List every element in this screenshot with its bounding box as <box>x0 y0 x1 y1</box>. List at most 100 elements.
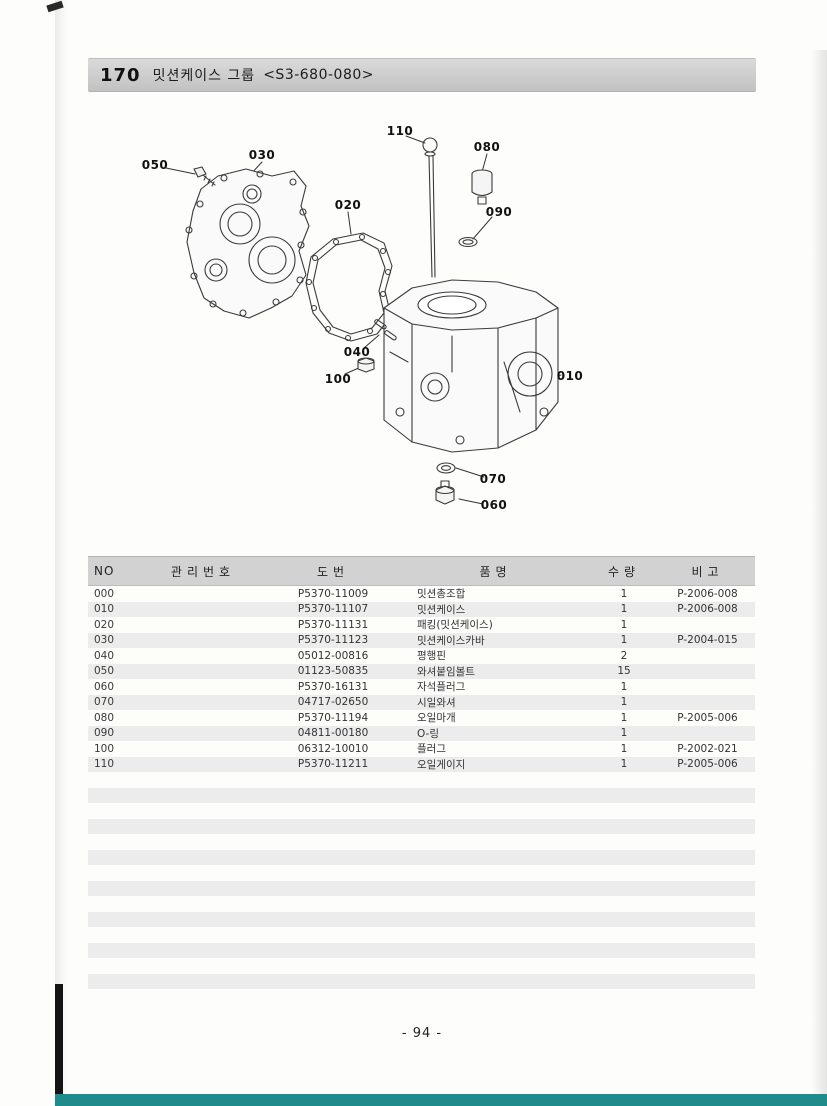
page-edge-shadow <box>811 50 827 1106</box>
cell-qty: 1 <box>620 727 628 740</box>
cell-qty: 2 <box>620 649 628 662</box>
cell-mgmt <box>143 633 263 649</box>
cell-mgmt <box>143 602 263 618</box>
cell-name: 밋션총조합 <box>417 588 466 601</box>
cell-no: 080 <box>94 711 115 724</box>
cell-remark: P-2004-015 <box>677 634 738 647</box>
cell-no: 100 <box>94 742 115 755</box>
cell-qty: 1 <box>620 634 628 647</box>
cell-no: 000 <box>94 587 115 600</box>
callout-100: 100 <box>324 372 352 386</box>
table-row: 020 P5370-11131 패킹(밋션케이스) 1 <box>88 617 755 633</box>
cell-qty: 1 <box>620 618 628 631</box>
cell-remark <box>660 726 755 742</box>
cell-remark <box>660 617 755 633</box>
cell-no: 050 <box>94 665 115 678</box>
table-row-empty <box>88 942 755 958</box>
callout-110: 110 <box>386 124 414 138</box>
callout-080: 080 <box>473 140 501 154</box>
cell-remark <box>660 679 755 695</box>
parts-drawing <box>165 135 562 505</box>
table-row-empty <box>88 989 755 1005</box>
page-number: - 94 - <box>401 1026 443 1041</box>
cell-no: 090 <box>94 727 115 740</box>
callout-020: 020 <box>334 198 362 212</box>
callout-090: 090 <box>485 205 513 219</box>
callout-030: 030 <box>248 148 276 162</box>
section-number: 170 <box>100 64 141 86</box>
table-row-empty <box>88 803 755 819</box>
column-header-remark: 비고 <box>660 556 755 586</box>
cell-remark: P-2006-008 <box>677 587 738 600</box>
cell-dwg: P5370-11009 <box>297 587 369 600</box>
table-row-empty <box>88 880 755 896</box>
cell-name: 평행핀 <box>417 650 446 663</box>
column-header-qty: 수량 <box>588 556 660 586</box>
cell-mgmt <box>143 617 263 633</box>
cell-mgmt <box>143 710 263 726</box>
cell-name: O-링 <box>417 727 440 740</box>
cell-qty: 1 <box>620 758 628 771</box>
cell-qty: 1 <box>620 696 628 709</box>
cell-dwg: P5370-11107 <box>297 603 369 616</box>
table-row: 080 P5370-11194 오일마개 1 P-2005-006 <box>88 710 755 726</box>
cell-mgmt <box>143 648 263 664</box>
cell-dwg: 06312-10010 <box>297 742 369 755</box>
section-title: 밋션케이스 그룹 <box>152 68 256 84</box>
cell-mgmt <box>143 664 263 680</box>
cell-mgmt <box>143 741 263 757</box>
table-row-empty <box>88 787 755 803</box>
cell-remark <box>660 648 755 664</box>
cell-no: 060 <box>94 680 115 693</box>
table-row-empty <box>88 849 755 865</box>
table-header: NO 관리번호 도번 품명 수량 비고 <box>88 556 755 586</box>
cell-remark: P-2005-006 <box>677 758 738 771</box>
cell-dwg: P5370-16131 <box>297 680 369 693</box>
section-code: <S3-680-080> <box>263 67 375 83</box>
callout-070: 070 <box>479 472 507 486</box>
scan-artifact <box>55 984 63 1094</box>
cell-mgmt <box>143 695 263 711</box>
exploded-parts-diagram: 050 030 020 110 080 090 040 100 010 070 … <box>100 112 700 542</box>
cell-name: 시일와셔 <box>417 696 456 709</box>
cell-no: 110 <box>94 758 115 771</box>
table-row-empty <box>88 818 755 834</box>
cell-name: 패킹(밋션케이스) <box>417 619 493 632</box>
table-row: 060 P5370-16131 자석플러그 1 <box>88 679 755 695</box>
table-row-empty <box>88 896 755 912</box>
cell-qty: 1 <box>620 680 628 693</box>
cell-remark <box>660 664 755 680</box>
callout-060: 060 <box>480 498 508 512</box>
cell-qty: 1 <box>620 603 628 616</box>
table-row-empty <box>88 973 755 989</box>
cell-remark: P-2005-006 <box>677 711 738 724</box>
column-header-dwg: 도번 <box>263 556 403 586</box>
cell-no: 020 <box>94 618 115 631</box>
cell-dwg: 04811-00180 <box>297 727 369 740</box>
cell-dwg: 01123-50835 <box>297 665 369 678</box>
cell-qty: 1 <box>620 711 628 724</box>
cell-dwg: P5370-11211 <box>297 758 369 771</box>
table-row: 050 01123-50835 와셔붙임볼트 15 <box>88 663 755 680</box>
cell-dwg: 05012-00816 <box>297 649 369 662</box>
cell-name: 밋션케이스 <box>417 603 466 616</box>
table-row: 030 P5370-11123 밋션케이스카바 1 P-2004-015 <box>88 632 755 649</box>
cell-no: 070 <box>94 696 115 709</box>
cell-name: 밋션케이스카바 <box>417 634 485 647</box>
section-header: 170 밋션케이스 그룹 <S3-680-080> <box>88 58 756 92</box>
cell-remark: P-2006-008 <box>677 603 738 616</box>
parts-table: NO 관리번호 도번 품명 수량 비고 000 P5370-11009 밋션총조… <box>88 556 755 1005</box>
cell-remark: P-2002-021 <box>677 742 738 755</box>
cell-qty: 1 <box>620 587 628 600</box>
cell-remark <box>660 695 755 711</box>
table-row-empty <box>88 772 755 788</box>
cell-mgmt <box>143 726 263 742</box>
callout-010: 010 <box>556 369 584 383</box>
cell-mgmt <box>143 586 263 602</box>
table-row: 000 P5370-11009 밋션총조합 1 P-2006-008 <box>88 586 755 602</box>
callout-050: 050 <box>141 158 169 172</box>
table-row-empty <box>88 865 755 881</box>
table-row-empty <box>88 911 755 927</box>
table-row: 090 04811-00180 O-링 1 <box>88 725 755 742</box>
table-row: 070 04717-02650 시일와셔 1 <box>88 694 755 711</box>
